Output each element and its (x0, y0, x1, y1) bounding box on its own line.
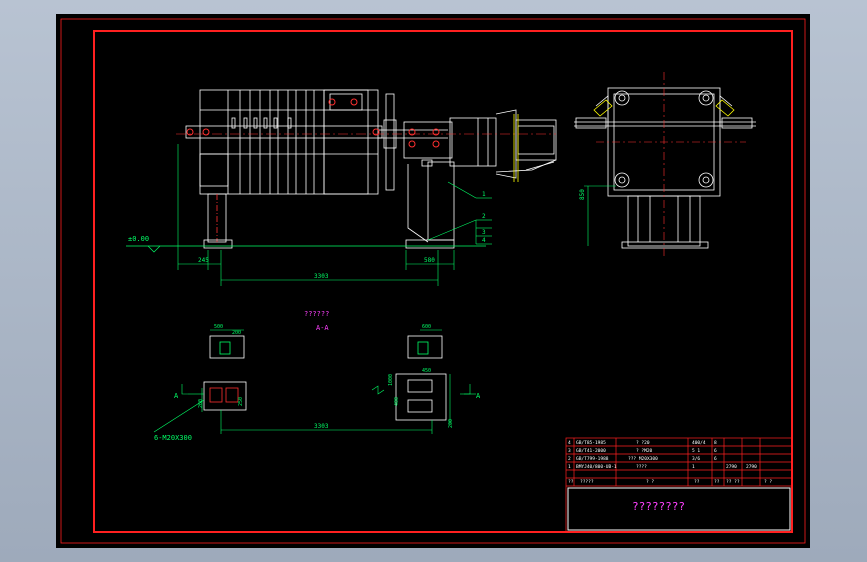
dim-side-height: 850 (579, 189, 586, 200)
foundation-block-top-right (407, 335, 443, 359)
dim-span-top: 3303 (314, 273, 329, 280)
dim-pedestal: 580 (424, 257, 435, 264)
section-mark-a-right: A (476, 392, 481, 400)
svg-text:? ?20: ? ?20 (636, 440, 650, 446)
foundation-block-bottom-left (203, 381, 247, 411)
part-leaders (427, 181, 492, 245)
section-mark-a-left: A (174, 392, 179, 400)
side-view (574, 87, 756, 249)
dim-block-e: 400 (394, 397, 400, 406)
svg-text:2790: 2790 (726, 464, 737, 470)
side-dimensions (584, 185, 616, 246)
side-view-centerlines (596, 72, 746, 256)
svg-text:3: 3 (568, 448, 571, 454)
dim-block-g: 1000 (388, 374, 394, 386)
svg-text:????: ???? (636, 464, 647, 470)
balloon-2: 2 (482, 213, 486, 220)
svg-text:??? M20X300: ??? M20X300 (628, 456, 658, 462)
front-view (185, 89, 557, 249)
balloon-4: 4 (482, 237, 486, 244)
section-name: A-A (316, 324, 329, 332)
svg-text:BMYJ40/800-UB-1: BMYJ40/800-UB-1 (576, 464, 617, 470)
svg-text:6: 6 (714, 456, 717, 462)
cad-drawing: ±0.00 245 3303 580 1 2 3 4 (60, 18, 806, 544)
svg-text:GB/T799-1988: GB/T799-1988 (576, 456, 609, 462)
parts-table-text: 4 GB/T85-1985 ? ?20 400/4 8 3 GB/T41-200… (568, 440, 772, 485)
svg-text:??: ?? (714, 479, 720, 485)
parts-table-grid (565, 437, 793, 533)
svg-text:?????: ????? (580, 479, 594, 485)
svg-text:??: ?? (568, 479, 574, 485)
section-dimensions (153, 329, 476, 434)
svg-text:1: 1 (692, 464, 695, 470)
section-arrow-right (464, 384, 471, 395)
dim-span-bottom: 3303 (314, 423, 329, 430)
elevation-mark (126, 245, 486, 253)
svg-text:? ?M20: ? ?M20 (636, 448, 653, 454)
svg-text:2790: 2790 (746, 464, 757, 470)
drawing-title: ???????? (632, 500, 685, 513)
dim-block-f: 200 (448, 419, 454, 428)
side-hinge-left (593, 99, 735, 117)
title-box (567, 487, 791, 531)
balloon-1: 1 (482, 191, 486, 198)
dim-block-b: 200 (232, 330, 241, 336)
svg-text:4: 4 (568, 440, 571, 446)
dim-block-a: 500 (214, 324, 223, 330)
svg-text:1: 1 (568, 464, 571, 470)
front-view-holes (186, 98, 440, 148)
dim-block-c: 600 (422, 324, 431, 330)
svg-text:?? ??: ?? ?? (726, 479, 740, 485)
section-title: ?????? (304, 310, 329, 318)
cylinder-flange (513, 114, 519, 182)
balloon-3: 3 (482, 229, 486, 236)
dim-left-offset: 245 (198, 257, 209, 264)
svg-text:GB/T85-1985: GB/T85-1985 (576, 440, 606, 446)
svg-text:3/6: 3/6 (692, 456, 700, 462)
foundation-block-top-left (209, 335, 245, 359)
dim-block-d: 450 (422, 368, 431, 374)
svg-text:2: 2 (568, 456, 571, 462)
svg-text:? ?: ? ? (764, 479, 772, 485)
foundation-block-bottom-right (395, 373, 447, 421)
svg-text:??: ?? (694, 479, 700, 485)
svg-text:5 1: 5 1 (692, 448, 700, 454)
elevation-label: ±0.00 (128, 235, 149, 243)
dim-small-b: 250 (238, 397, 244, 406)
outer-frame (60, 18, 806, 544)
section-arrow-left (181, 384, 188, 395)
svg-text:GB/T41-2000: GB/T41-2000 (576, 448, 606, 454)
svg-text:6: 6 (714, 448, 717, 454)
break-symbol (371, 385, 385, 395)
front-dimensions (177, 144, 455, 286)
side-view-wheels (614, 90, 714, 188)
dim-small-a: 200 (198, 399, 204, 408)
drawing-border (93, 30, 793, 533)
drawing-canvas: ±0.00 245 3303 580 1 2 3 4 (56, 14, 810, 548)
bolt-note: 6-M20X300 (154, 434, 192, 442)
svg-text:? ?: ? ? (646, 479, 654, 485)
svg-text:400/4: 400/4 (692, 440, 706, 446)
svg-text:8: 8 (714, 440, 717, 446)
